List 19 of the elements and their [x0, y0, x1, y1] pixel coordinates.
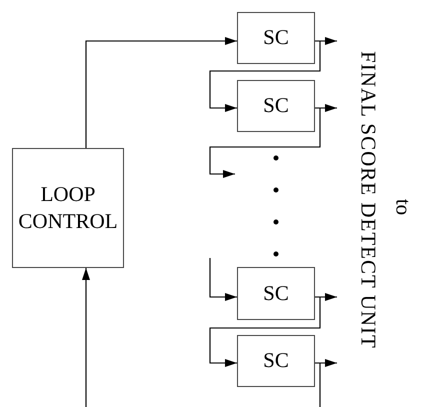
arrow [209, 107, 321, 178]
box-label: LOOP CONTROL [17, 180, 119, 235]
box-label: SC [263, 280, 289, 307]
control-box [12, 148, 124, 268]
process-box [237, 335, 315, 387]
box-label: SC [263, 24, 289, 52]
process-box [237, 80, 315, 132]
arrow [209, 40, 321, 112]
arrow [85, 37, 237, 148]
connector-line [315, 362, 321, 407]
process-box [237, 267, 315, 320]
process-box [237, 12, 315, 64]
arrow [82, 268, 90, 407]
arrow [209, 296, 321, 367]
box-label: SC [263, 92, 289, 120]
arrow [209, 258, 237, 301]
box-label: SC [263, 347, 289, 374]
vertical-label: to [390, 198, 416, 216]
vertical-label: FINAL SCORE DETECT UNIT [356, 51, 380, 349]
